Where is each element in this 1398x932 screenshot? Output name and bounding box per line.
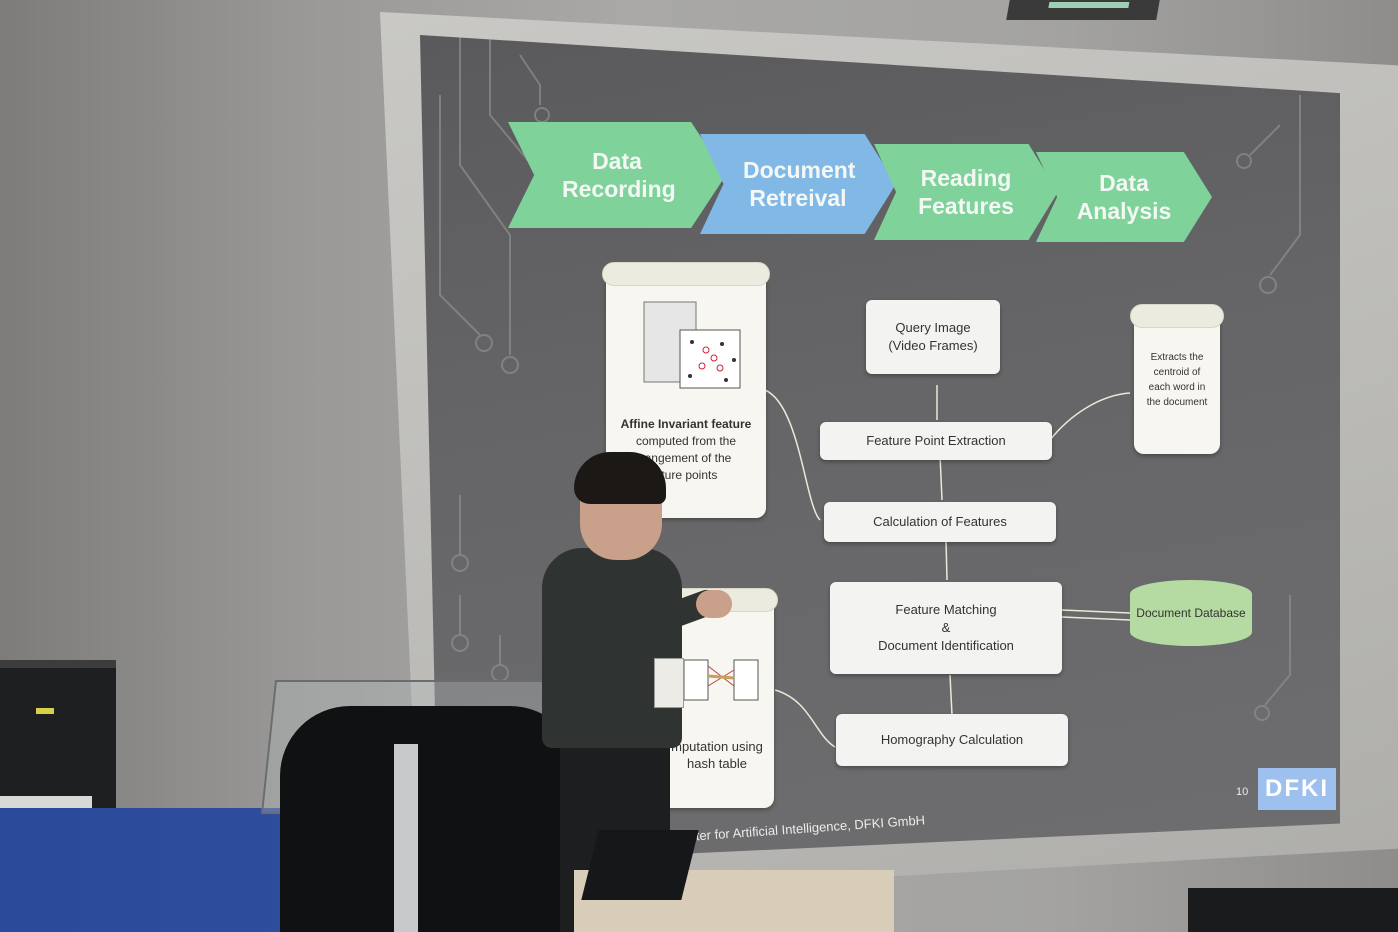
- step-line-1: Document: [743, 157, 856, 183]
- query-line-2: (Video Frames): [888, 338, 978, 353]
- step-line-2: Recording: [562, 176, 676, 202]
- presenter-hand: [696, 590, 732, 618]
- centroid-line-3: each word in: [1148, 382, 1206, 393]
- feature-matching-box: Feature Matching & Document Identification: [830, 582, 1062, 674]
- step-line-2: Retreival: [749, 185, 847, 211]
- lectern: [280, 706, 580, 932]
- matching-line-1: Feature Matching: [895, 602, 997, 617]
- extraction-label: Feature Point Extraction: [866, 433, 1006, 448]
- affine-line-4: ature points: [654, 468, 718, 482]
- document-database-cylinder: Document Database: [1130, 580, 1252, 646]
- audience-monitor: [1188, 888, 1398, 932]
- step-line-1: Reading: [920, 165, 1012, 191]
- feature-point-extraction-box: Feature Point Extraction: [820, 422, 1052, 460]
- centroid-line-1: Extracts the: [1150, 352, 1204, 363]
- calculation-of-features-box: Calculation of Features: [824, 502, 1056, 542]
- affine-line-2: computed from the: [635, 434, 737, 448]
- step-line-2: Analysis: [1076, 198, 1172, 224]
- database-label: Document Database: [1136, 606, 1246, 620]
- centroid-note-scroll: Extracts the centroid of each word in th…: [1130, 304, 1224, 454]
- homography-calculation-box: Homography Calculation: [836, 714, 1068, 766]
- hash-line-1: mputation using: [671, 739, 763, 754]
- step-line-1: Data: [1099, 170, 1149, 196]
- feature-points-illustration: [643, 301, 741, 389]
- step-line-2: Features: [918, 193, 1014, 219]
- logo-text: DFKI: [1265, 775, 1329, 802]
- lanyard-badge: [654, 658, 684, 708]
- hash-line-2: hash table: [687, 756, 747, 771]
- homography-label: Homography Calculation: [880, 732, 1024, 747]
- centroid-line-4: the document: [1146, 397, 1208, 408]
- centroid-line-2: centroid of: [1153, 367, 1201, 378]
- presenter-hair: [574, 452, 666, 504]
- affine-line-3: rangement of the: [640, 451, 732, 465]
- matching-line-2: &: [941, 620, 951, 635]
- affine-title: Affine Invariant feature: [620, 417, 752, 431]
- dfki-logo: DFKI: [1258, 768, 1336, 810]
- laptop: [581, 830, 699, 900]
- presenter-torso: [542, 548, 682, 748]
- calculation-label: Calculation of Features: [873, 514, 1007, 529]
- step-line-1: Data: [592, 148, 642, 174]
- matching-line-3: Document Identification: [878, 638, 1014, 653]
- query-line-1: Query Image: [895, 320, 971, 335]
- ceiling-light: [1006, 0, 1160, 20]
- lectern-pole: [394, 744, 418, 932]
- hash-table-illustration: [683, 659, 759, 701]
- slide-page-number: 10: [1236, 786, 1249, 798]
- query-image-box: Query Image (Video Frames): [866, 300, 1000, 374]
